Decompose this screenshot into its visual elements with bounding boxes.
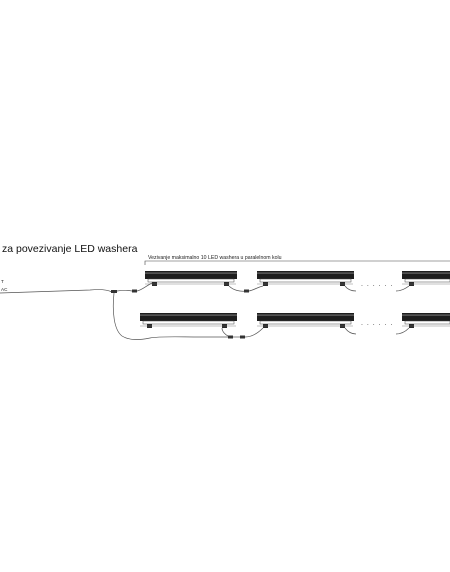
row-2-feed-connector [228, 335, 233, 339]
row-1-ellipsis: . . . . . . [361, 281, 393, 288]
branch-cable-row-2 [112, 292, 228, 340]
led-washer-row1-3 [402, 271, 450, 286]
row-2-washer-1-lead [221, 327, 229, 337]
main-power-cable [0, 289, 113, 294]
power-label-ac: AC [1, 287, 8, 292]
power-label-t: T [1, 279, 4, 284]
bracket-label: Vezivanje maksimalno 10 LED washera u pa… [148, 255, 282, 261]
row-2-link-cable-3 [395, 327, 410, 335]
led-washer-row2-3 [402, 313, 450, 328]
diagram-title: za povezivanje LED washera [2, 243, 138, 255]
row-2-ellipsis: . . . . . . [361, 320, 393, 327]
row-2-link-connector-1 [240, 335, 245, 339]
led-washer-row1-2 [257, 271, 354, 286]
row-2-link-lead-1 [244, 327, 264, 338]
row-1-link-cable-2 [344, 285, 357, 292]
row-1-link-lead-1 [248, 285, 264, 292]
row-2-link-cable-2 [344, 327, 357, 335]
row-1-link-connector-1 [244, 289, 249, 293]
branch-cable-row-1 [116, 289, 133, 292]
led-washer-row2-1 [140, 313, 237, 328]
group-bracket [144, 260, 450, 265]
splitter-connector [111, 290, 117, 293]
row-1-feed-lead [136, 282, 153, 292]
row-1-feed-connector [132, 289, 137, 293]
led-washer-row2-2 [257, 313, 354, 328]
row-1-link-cable-3 [395, 285, 410, 292]
led-washer-row1-1 [145, 271, 237, 286]
row-1-link-cable-1 [228, 285, 247, 292]
